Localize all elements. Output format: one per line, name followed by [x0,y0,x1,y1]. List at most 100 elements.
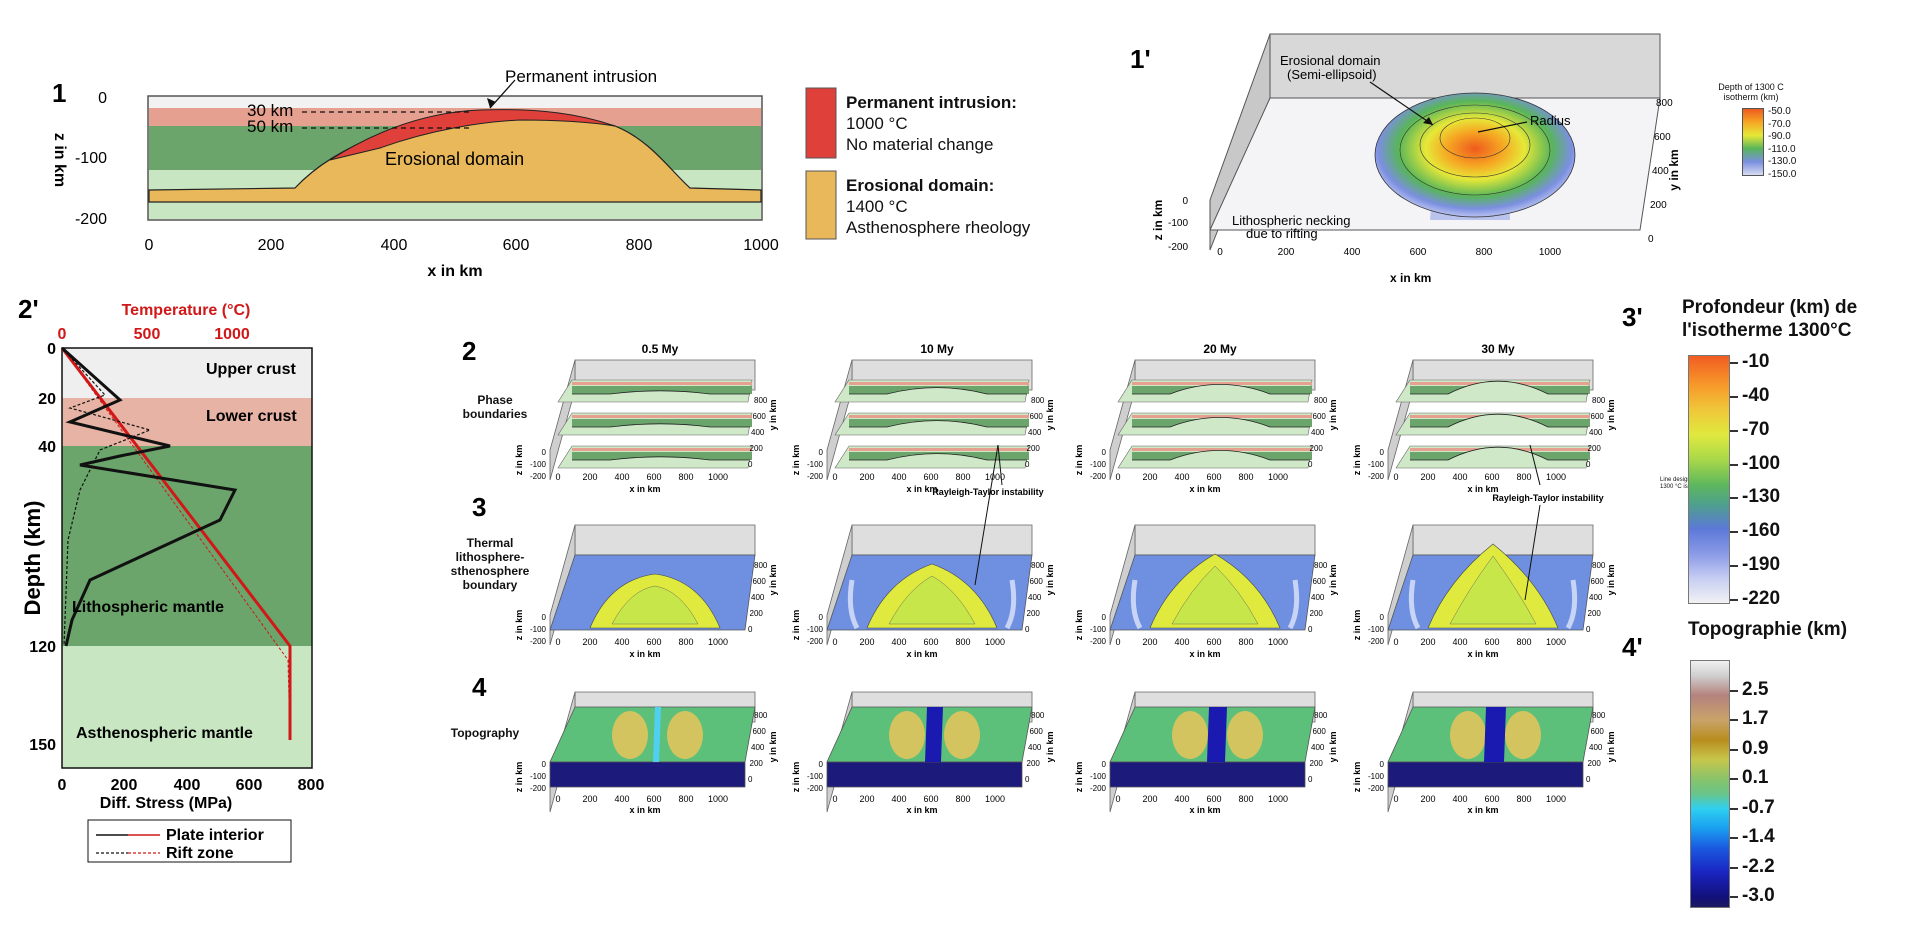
box-back-wall [1412,524,1594,556]
row-4-label: 4 [472,672,487,702]
grid-ztick: -200 [530,637,547,646]
grid-ylabel: y in km [1606,564,1616,595]
grid-xtick: 200 [1142,637,1157,647]
grid-xlabel: x in km [906,805,937,815]
grid-xtick: 800 [1238,794,1253,804]
crust-strip [1132,448,1312,451]
grid-ytick: 800 [1592,396,1606,405]
grid-xtick: 0 [1393,472,1398,482]
grid-zlabel: z in km [1352,762,1362,793]
crust-strip [572,382,752,385]
grid-xlabel: x in km [906,484,937,494]
grid-ytick: 0 [1586,625,1591,634]
temperature-rift-curve [61,347,291,741]
lithospheric-mantle-band [62,446,312,646]
row-2-label: 2 [462,336,477,366]
topo-uplift [1227,711,1263,759]
topo-base-block [549,761,746,788]
panel-1p-label: 1' [1130,44,1151,74]
p1p-ytick-0: 0 [1648,234,1654,245]
upper-crust-band [62,348,312,398]
grid-xlabel: x in km [1189,484,1220,494]
erosional-domain-label: Erosional domain [385,149,524,169]
grid-ztick: -200 [1090,472,1107,481]
upper-crust-layer [149,97,761,108]
grid-xtick: 0 [1115,794,1120,804]
grid-ytick: 400 [1589,428,1603,437]
grid-ytick: 600 [1591,577,1605,586]
panel-1-xticks: 0 200 400 600 800 1000 [145,237,779,254]
grid-xlabel: x in km [629,805,660,815]
mantle-strip [572,452,752,460]
p1p-legend-v4: -130.0 [1768,156,1797,167]
grid-xtick: 800 [678,472,693,482]
grid-zlabel: z in km [1352,610,1362,641]
grid-ztick: -200 [807,637,824,646]
thermal-dome-inner [611,585,699,625]
grid-xtick: 800 [1516,472,1531,482]
grid-ytick: 600 [753,412,767,421]
grid-ztick: -100 [1090,460,1107,469]
thermal-dome-inner [1171,565,1259,625]
mantle-strip [572,419,752,427]
grid-ztick: -200 [1368,472,1385,481]
grid-ztick: 0 [1380,613,1385,622]
grid-ytick: 200 [1027,444,1041,453]
layer-lithospheric-mantle: Lithospheric mantle [72,599,224,616]
legend-intrusion-line1: 1000 °C [846,114,908,133]
rift-trough [925,707,943,762]
temp-tick-1: 500 [134,326,161,343]
colorbar-3p-tick-mark [1730,599,1738,601]
erosional-domain-3d-sub: (Semi-ellipsoid) [1287,67,1377,82]
grid-ytick: 600 [1030,412,1044,421]
grid-ztick: -200 [1090,637,1107,646]
p1p-legend-values: -50.0 -70.0 -90.0 -110.0 -130.0 -150.0 [1768,106,1796,181]
colorbar-4p [1690,660,1730,908]
panel-1-cross-section: 30 km 50 km Permanent intrusion Erosiona… [51,67,837,280]
grid-xlabel: x in km [1467,805,1498,815]
permanent-intrusion-shape [329,109,616,161]
grid-ytick: 800 [1592,711,1606,720]
row-phase-label: Phase boundaries [462,393,528,421]
grid-ytick: 400 [1589,593,1603,602]
isotherm-line [849,387,1027,395]
grid-ytick: 400 [751,428,765,437]
colorbar-4p-tick-mark [1730,748,1738,751]
stress-tick-200: 200 [111,777,138,794]
p1p-xtick-3: 600 [1410,247,1427,258]
colorbar-4p-tick: 2.5 [1742,679,1769,700]
grid-ytick: 0 [1025,625,1030,634]
isotherm-line [1410,413,1588,428]
stress-tick-400: 400 [174,777,201,794]
depth-tick-20: 20 [38,391,56,408]
xtick-4: 800 [626,237,653,254]
grid-ytick: 200 [1310,759,1324,768]
p1p-legend-v2: -90.0 [1768,131,1791,142]
grid-ytick: 400 [1028,428,1042,437]
grid-xtick: 1000 [708,794,728,804]
thermal-dome-inner [888,575,976,625]
grid-ytick: 200 [1027,609,1041,618]
p1p-ytick-2: 400 [1652,166,1669,177]
legend-erosional-swatch [805,170,837,240]
grid-xtick: 600 [1484,472,1499,482]
depth-tick-150: 150 [29,737,56,754]
legend-erosional-line2: Asthenosphere rheology [846,218,1031,237]
grid-ytick: 200 [1588,759,1602,768]
grid-ytick: 600 [1591,412,1605,421]
temperature-plate-curve [60,347,292,740]
grid-xtick: 1000 [1546,794,1566,804]
grid-ytick: 400 [1589,743,1603,752]
rt-arrow-2 [1529,444,1541,486]
stress-tick-800: 800 [298,777,325,794]
intrusion-arrowhead [487,98,496,108]
grid-xtick: 0 [555,637,560,647]
stress-tick-600: 600 [236,777,263,794]
profile-frame [61,347,313,769]
grid-ytick: 600 [1030,727,1044,736]
rt-instability-label-2: Rayleigh-Taylor instability [1492,493,1603,503]
colorbar-4p-title: Topographie (km) [1688,619,1848,640]
grid-xtick: 600 [923,794,938,804]
instability-band [1287,579,1300,630]
